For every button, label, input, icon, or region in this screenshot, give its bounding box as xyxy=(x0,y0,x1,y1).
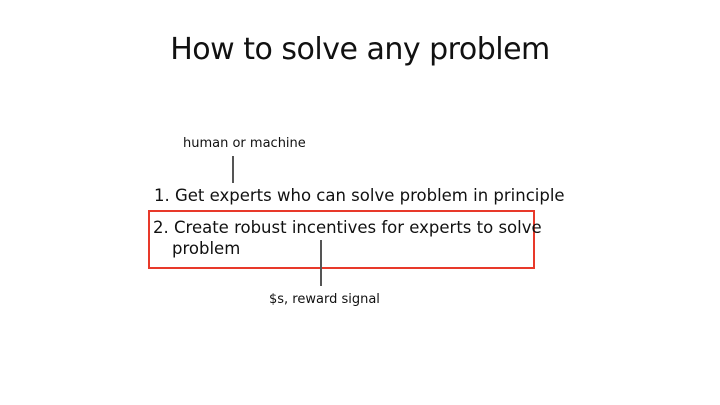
list-item-number: 1. xyxy=(154,186,170,205)
list-item-1: 1. Get experts who can solve problem in … xyxy=(154,186,565,205)
list-item-2-continued: problem xyxy=(172,239,241,258)
slide-title: How to solve any problem xyxy=(170,32,550,67)
list-item-number: 2. xyxy=(153,218,169,237)
connector-line-bottom xyxy=(320,240,322,286)
annotation-reward-signal: $s, reward signal xyxy=(269,292,380,307)
connector-line-top xyxy=(232,156,234,183)
list-item-text: Get experts who can solve problem in pri… xyxy=(175,186,565,205)
list-item-text-line1: Create robust incentives for experts to … xyxy=(174,218,542,237)
highlight-box xyxy=(148,210,535,269)
annotation-human-or-machine: human or machine xyxy=(183,136,306,151)
list-item-2: 2. Create robust incentives for experts … xyxy=(153,218,542,237)
